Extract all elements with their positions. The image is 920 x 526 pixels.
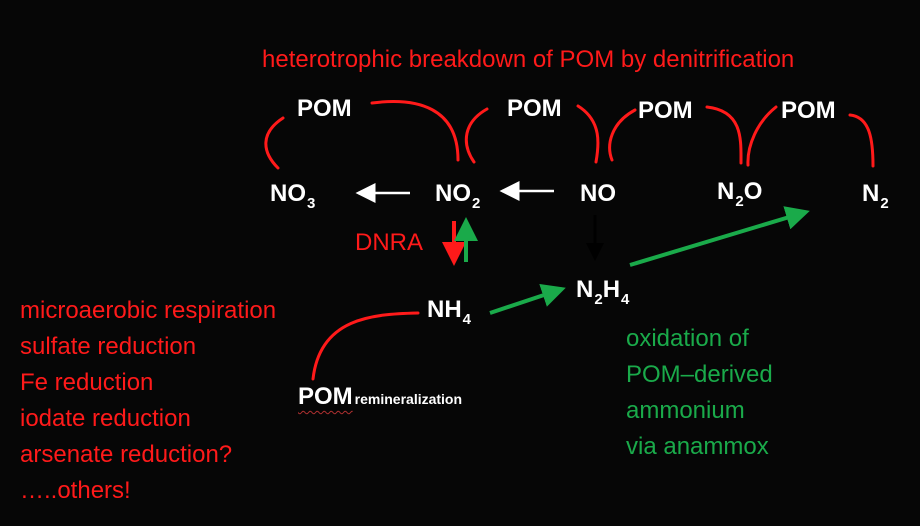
node-nh4: NH4 [427,296,472,328]
pom3-curve-left [608,108,637,162]
list-item: microaerobic respiration [20,297,277,324]
node-n2: N2 [862,180,889,212]
dnra-label: DNRA [355,229,424,256]
diagram-title: heterotrophic breakdown of POM by denitr… [262,46,795,73]
pom-label: POM [298,383,353,410]
arrow-n2h4-to-n2 [629,206,810,267]
pom-label: POM [638,97,693,124]
pom4-curve-right [848,113,875,168]
pom3-curve-right [705,105,743,165]
pom-label: POM [781,97,836,124]
list-item: sulfate reduction [20,333,197,360]
pom5-curve [311,311,420,381]
text-line: oxidation of [626,325,749,352]
text-line: via anammox [626,433,769,460]
pom4-curve-left [746,105,778,167]
list-item: …..others! [20,477,131,504]
arrow-nh4-to-n2h4 [489,283,566,315]
list-item: Fe reduction [20,369,154,396]
red-process-list: microaerobic respiration sulfate reducti… [20,299,276,515]
remineralization-label: remineralization [354,391,463,407]
list-item: iodate reduction [20,405,191,432]
text-line: ammonium [626,397,745,424]
pom1-curve-left [264,116,285,170]
list-item: arsenate reduction? [20,441,233,468]
pom-label: POM [297,95,352,122]
text-line: POM–derived [626,361,773,388]
pom-label: POM [507,95,562,122]
anammox-text: oxidation of POM–derived ammonium via an… [626,327,773,471]
node-no2: NO2 [435,180,481,212]
pom2-curve-left [464,107,489,164]
node-no: NO [580,180,616,207]
pom1-curve-right [370,100,460,162]
pom2-curve-right [576,104,600,164]
node-no3: NO3 [270,180,316,212]
node-n2o: N2O [717,178,763,210]
node-n2h4: N2H4 [576,276,630,308]
